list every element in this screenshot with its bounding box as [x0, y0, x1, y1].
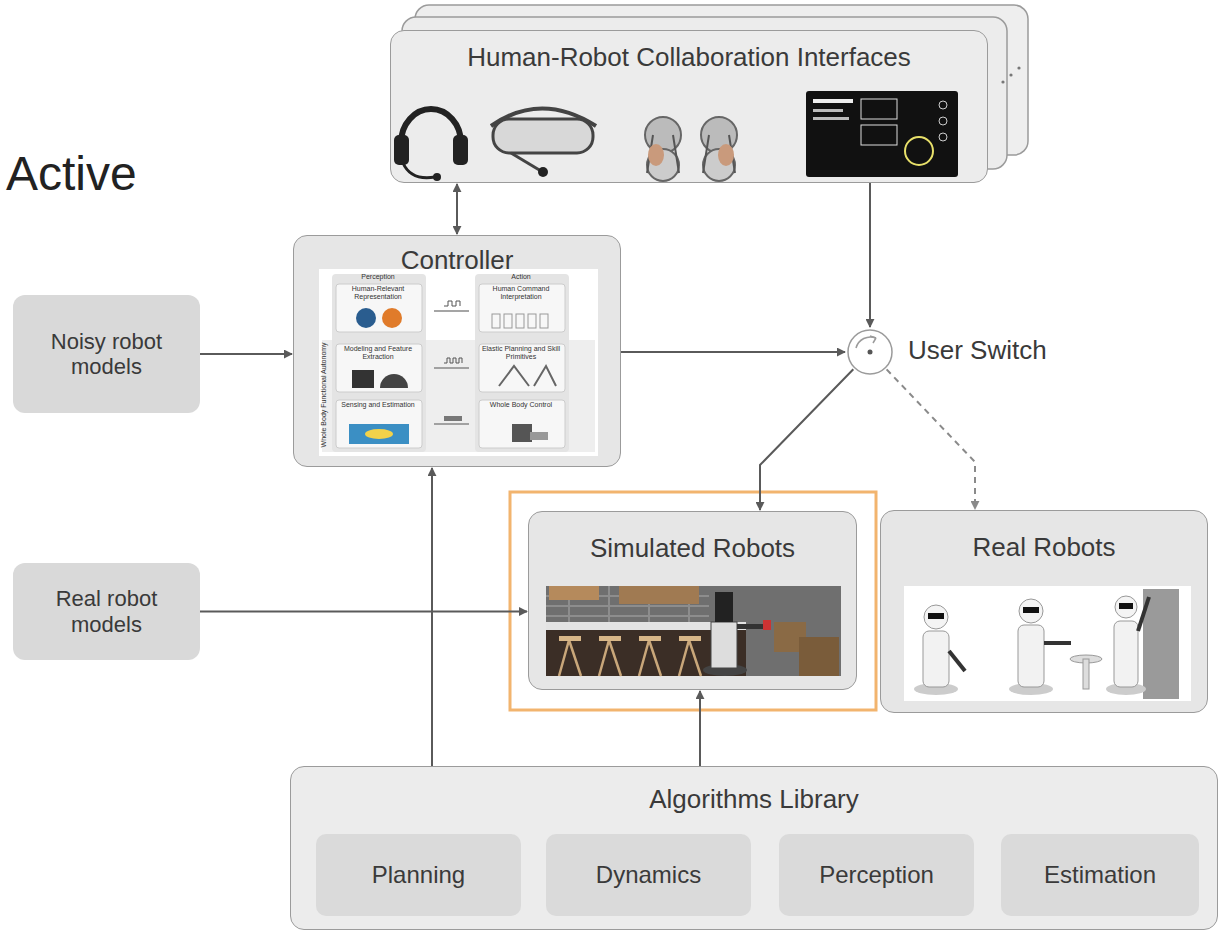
connector-arrow — [887, 369, 975, 509]
switch-node: User Switch — [846, 328, 894, 376]
connector-arrow — [431, 468, 433, 766]
component-box: Algorithms LibraryPlanning Dynamics Percep… — [290, 766, 1218, 930]
node-title: Estimation — [1044, 861, 1156, 889]
connector-arrow — [760, 369, 853, 510]
node-title: Dynamics — [596, 861, 701, 889]
node-title: Controller — [401, 246, 514, 276]
connector-arrow — [200, 353, 292, 355]
highlight-frame — [510, 492, 876, 710]
more-dot — [1009, 73, 1012, 76]
algorithm-box: Perception — [779, 834, 974, 916]
figure-label: Action — [478, 273, 564, 281]
algorithm-box: Estimation — [1001, 834, 1199, 916]
figure-label: Modeling and Feature Extraction — [335, 345, 421, 361]
figure-label: Sensing and Estimation — [335, 401, 421, 409]
figure-label: Whole Body Control — [478, 401, 564, 409]
connector-arrow — [456, 184, 458, 234]
node-title: Real Robots — [972, 533, 1115, 563]
component-box: Real Robots — [880, 510, 1208, 713]
node-title: User Switch — [908, 336, 1047, 366]
figure-label: Human-Relevant Representation — [335, 285, 421, 301]
node-title: Human-Robot Collaboration Interfaces — [467, 43, 911, 73]
figure-label: Elastic Planning and Skill Primitives — [478, 345, 564, 361]
connector-arrow — [621, 351, 845, 353]
figure-label: Human Command Interpretation — [478, 285, 564, 301]
component-box: Human-Robot Collaboration Interfaces — [390, 30, 988, 183]
figure-label: Perception — [335, 273, 421, 281]
more-dot — [1001, 80, 1004, 83]
connector-arrow — [869, 183, 871, 327]
node-title: Perception — [819, 861, 934, 889]
component-box: Controller — [293, 235, 621, 467]
figure-label: Whole Body Functional Autonomy — [320, 335, 328, 455]
slide-title: Active — [6, 150, 176, 198]
component-box: Noisy robot models — [13, 295, 200, 413]
node-title: Planning — [372, 861, 465, 889]
component-box: Real robot models — [13, 563, 200, 660]
switch-symbol — [846, 328, 894, 376]
more-dot — [1017, 66, 1020, 69]
connector-arrow — [200, 611, 527, 613]
node-title: Algorithms Library — [649, 785, 859, 815]
algorithm-box: Dynamics — [546, 834, 751, 916]
connector-arrow — [699, 691, 701, 766]
node-title: Noisy robot models — [25, 329, 188, 380]
node-title: Real robot models — [25, 586, 188, 637]
algorithm-box: Planning — [316, 834, 521, 916]
component-box: Simulated Robots — [528, 511, 857, 690]
node-title: Simulated Robots — [590, 534, 795, 564]
